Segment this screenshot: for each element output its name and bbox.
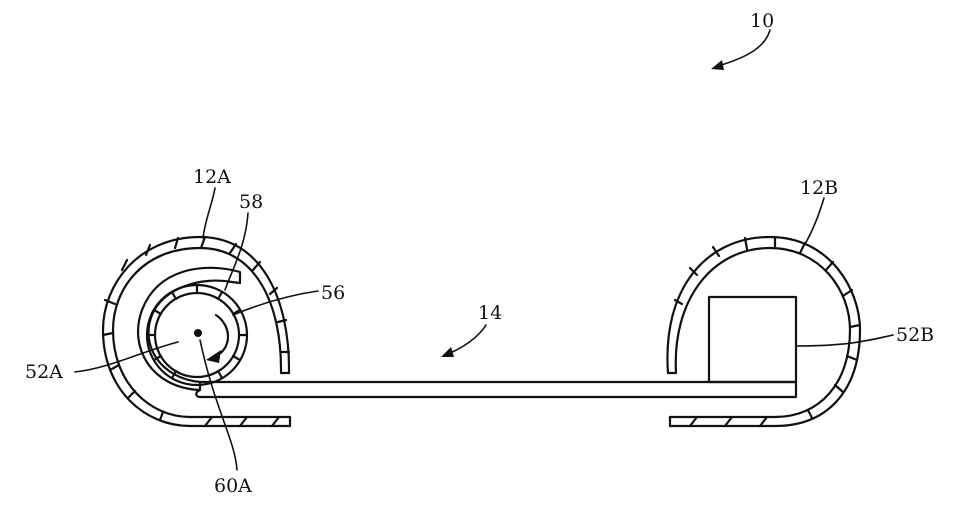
label-12a: 12A	[193, 166, 231, 188]
leader-lines	[74, 29, 894, 471]
rotation-arrowhead	[206, 350, 221, 363]
rotation-arrow-icon	[214, 313, 230, 358]
label-10: 10	[750, 10, 774, 32]
rotation-axis-dot	[194, 329, 202, 337]
reference-labels: 10 12A 58 56 12B 14 52B 52A 60A	[25, 10, 934, 497]
label-52a: 52A	[25, 361, 63, 383]
left-housing-hatching	[101, 235, 291, 428]
label-14: 14	[478, 302, 502, 324]
right-housing	[666, 235, 862, 428]
label-56: 56	[321, 282, 345, 304]
left-housing	[101, 235, 292, 428]
component-52b	[707, 295, 798, 384]
label-60a: 60A	[214, 475, 252, 497]
roller-layer-hatching	[145, 283, 249, 380]
label-52b: 52B	[896, 324, 934, 346]
flexible-display	[195, 380, 798, 399]
right-housing-hatching	[673, 235, 862, 428]
roller-52a	[145, 283, 249, 387]
label-58: 58	[239, 191, 263, 213]
label-12b: 12B	[800, 177, 838, 199]
